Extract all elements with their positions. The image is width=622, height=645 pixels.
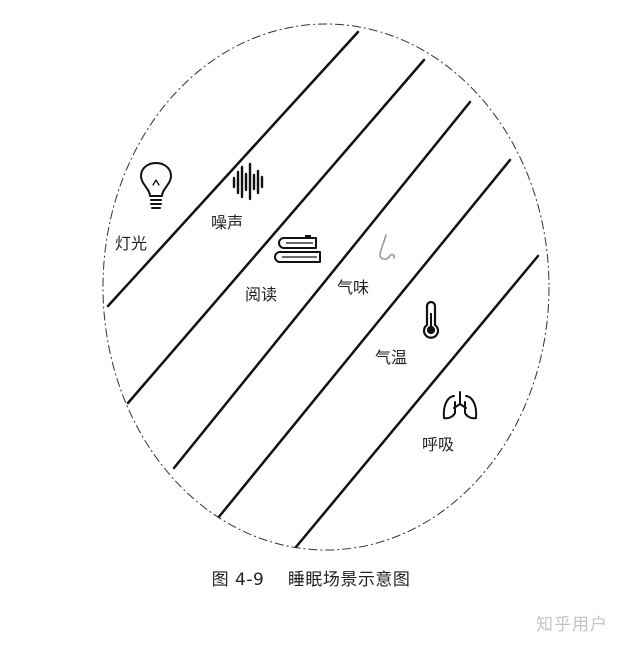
divider-line-5 xyxy=(294,254,540,549)
reading-label: 阅读 xyxy=(245,285,278,304)
divider-line-1 xyxy=(106,30,360,308)
figure-caption: 图 4-9 睡眠场景示意图 xyxy=(211,570,411,590)
books-icon xyxy=(274,235,321,263)
smell-label: 气味 xyxy=(337,278,370,297)
divider-line-3 xyxy=(172,100,472,470)
nose-icon xyxy=(379,234,395,260)
noise-label: 噪声 xyxy=(211,213,244,232)
breathing-label: 呼吸 xyxy=(422,435,455,454)
divider-line-4 xyxy=(216,158,512,520)
divider-line-2 xyxy=(126,58,426,405)
sound-wave-icon xyxy=(232,162,264,201)
light-label: 灯光 xyxy=(115,234,148,253)
light-bulb-icon xyxy=(140,162,172,209)
watermark: 知乎用户 xyxy=(536,615,608,635)
sleep-scene-diagram xyxy=(102,23,550,551)
lungs-icon xyxy=(442,391,478,420)
scene-boundary-oval xyxy=(102,23,550,551)
temperature-label: 气温 xyxy=(375,348,408,367)
thermometer-icon xyxy=(422,300,440,339)
